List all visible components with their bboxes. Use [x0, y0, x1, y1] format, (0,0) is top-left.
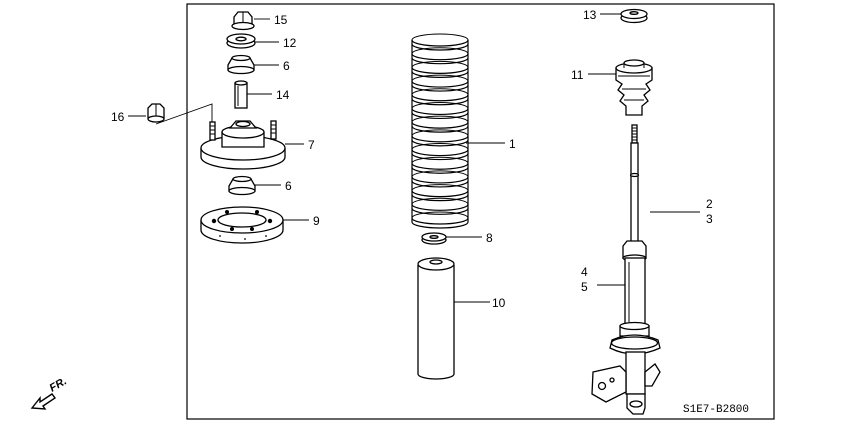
callout-7: 7 [308, 138, 315, 152]
callout-4: 4 [581, 265, 588, 279]
bump-stop [615, 59, 653, 116]
collar [234, 80, 248, 109]
callout-6-lower: 6 [285, 179, 292, 193]
shock-mount-base [200, 120, 286, 170]
callout-14: 14 [276, 88, 290, 102]
drawing-code: S1E7-B2800 [683, 404, 749, 416]
nut-leader-line [155, 103, 213, 128]
front-direction-arrow: FR. [30, 375, 69, 410]
leader-lines [128, 13, 700, 303]
callout-9: 9 [313, 214, 320, 228]
callout-labels: 15 12 6 14 16 7 6 9 1 8 10 13 11 2 3 4 5 [111, 8, 713, 310]
callout-13: 13 [583, 8, 597, 22]
callout-10: 10 [492, 296, 506, 310]
spring-seat-ring [200, 206, 284, 244]
callout-6-upper: 6 [283, 59, 290, 73]
callout-8: 8 [486, 231, 493, 245]
arrow-icon [30, 393, 57, 410]
coil-spring [411, 33, 469, 229]
callout-1: 1 [509, 137, 516, 151]
dust-cover [417, 257, 455, 380]
callout-15: 15 [274, 13, 288, 27]
direction-label: FR. [48, 375, 69, 394]
callout-5: 5 [581, 280, 588, 294]
flange-nut [231, 11, 255, 31]
rubber-bushing-upper [227, 54, 255, 75]
rubber-bushing-lower [228, 175, 256, 196]
callout-3: 3 [706, 212, 713, 226]
callout-2: 2 [706, 197, 713, 211]
callout-16: 16 [111, 110, 125, 124]
shock-cap [620, 8, 648, 24]
diagram-frame [186, 3, 775, 420]
callout-12: 12 [283, 36, 297, 50]
shock-absorber [591, 124, 661, 415]
washer-top [226, 33, 256, 49]
callout-11: 11 [571, 68, 584, 82]
spring-washer [421, 232, 447, 245]
small-nut [147, 103, 165, 123]
